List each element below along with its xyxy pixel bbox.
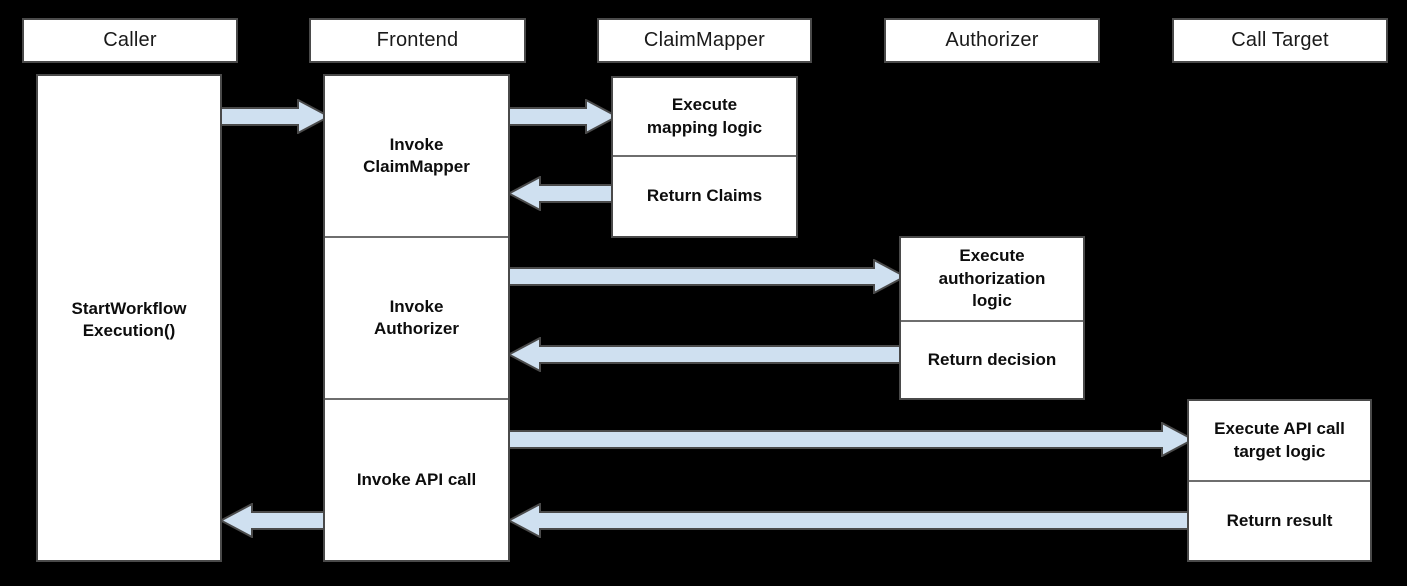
lane-header-claimmapper: ClaimMapper [597, 18, 812, 63]
activation-claimmapper: Execute mapping logic Return Claims [611, 76, 798, 238]
activation-cell-execute-api-call-target-logic: Execute API call target logic [1214, 419, 1345, 461]
activation-authorizer: Execute authorization logic Return decis… [899, 236, 1085, 400]
activation-divider-call-target [1189, 480, 1370, 482]
activation-cell-return-decision: Return decision [927, 349, 1057, 369]
message-arrow-frontend-to-caller [220, 503, 330, 538]
message-arrow-call-target-to-frontend [508, 503, 1194, 538]
message-arrow-frontend-to-authorizer [508, 259, 906, 294]
activation-frontend: Invoke ClaimMapper Invoke Authorizer Inv… [323, 74, 510, 562]
activation-divider-authorizer [901, 320, 1083, 322]
lane-header-authorizer-label: Authorizer [945, 29, 1039, 51]
activation-call-target: Execute API call target logic Return res… [1187, 399, 1372, 562]
activation-cell-start-workflow-execution: StartWorkflow Execution() [71, 298, 187, 340]
activation-divider-1 [325, 236, 508, 238]
lane-header-call-target-label: Call Target [1231, 29, 1329, 51]
activation-caller: StartWorkflow Execution() [36, 74, 222, 562]
lane-header-claimmapper-label: ClaimMapper [643, 29, 766, 51]
activation-cell-execute-mapping-logic: Execute mapping logic [646, 95, 763, 137]
lane-header-caller-label: Caller [103, 29, 157, 51]
lane-header-frontend: Frontend [309, 18, 526, 63]
activation-cell-invoke-claimmapper: Invoke ClaimMapper [363, 134, 470, 176]
activation-cell-invoke-authorizer: Invoke Authorizer [374, 296, 459, 338]
lane-header-caller: Caller [22, 18, 238, 63]
activation-divider-2 [325, 398, 508, 400]
message-arrow-authorizer-to-frontend [508, 337, 906, 372]
lane-header-authorizer: Authorizer [884, 18, 1100, 63]
activation-cell-return-result: Return result [1226, 510, 1333, 530]
message-arrow-caller-to-frontend [220, 99, 330, 134]
lane-header-call-target: Call Target [1172, 18, 1388, 63]
message-arrow-frontend-to-call-target [508, 422, 1194, 457]
activation-divider-claimmapper [613, 155, 796, 157]
activation-cell-execute-authorization-logic: Execute authorization logic [938, 246, 1046, 311]
activation-cell-return-claims: Return Claims [646, 186, 763, 206]
message-arrow-frontend-to-claimmapper [508, 99, 618, 134]
activation-cell-invoke-api-call: Invoke API call [356, 469, 477, 489]
lane-header-frontend-label: Frontend [376, 29, 459, 51]
message-arrow-claimmapper-to-frontend [508, 176, 618, 211]
